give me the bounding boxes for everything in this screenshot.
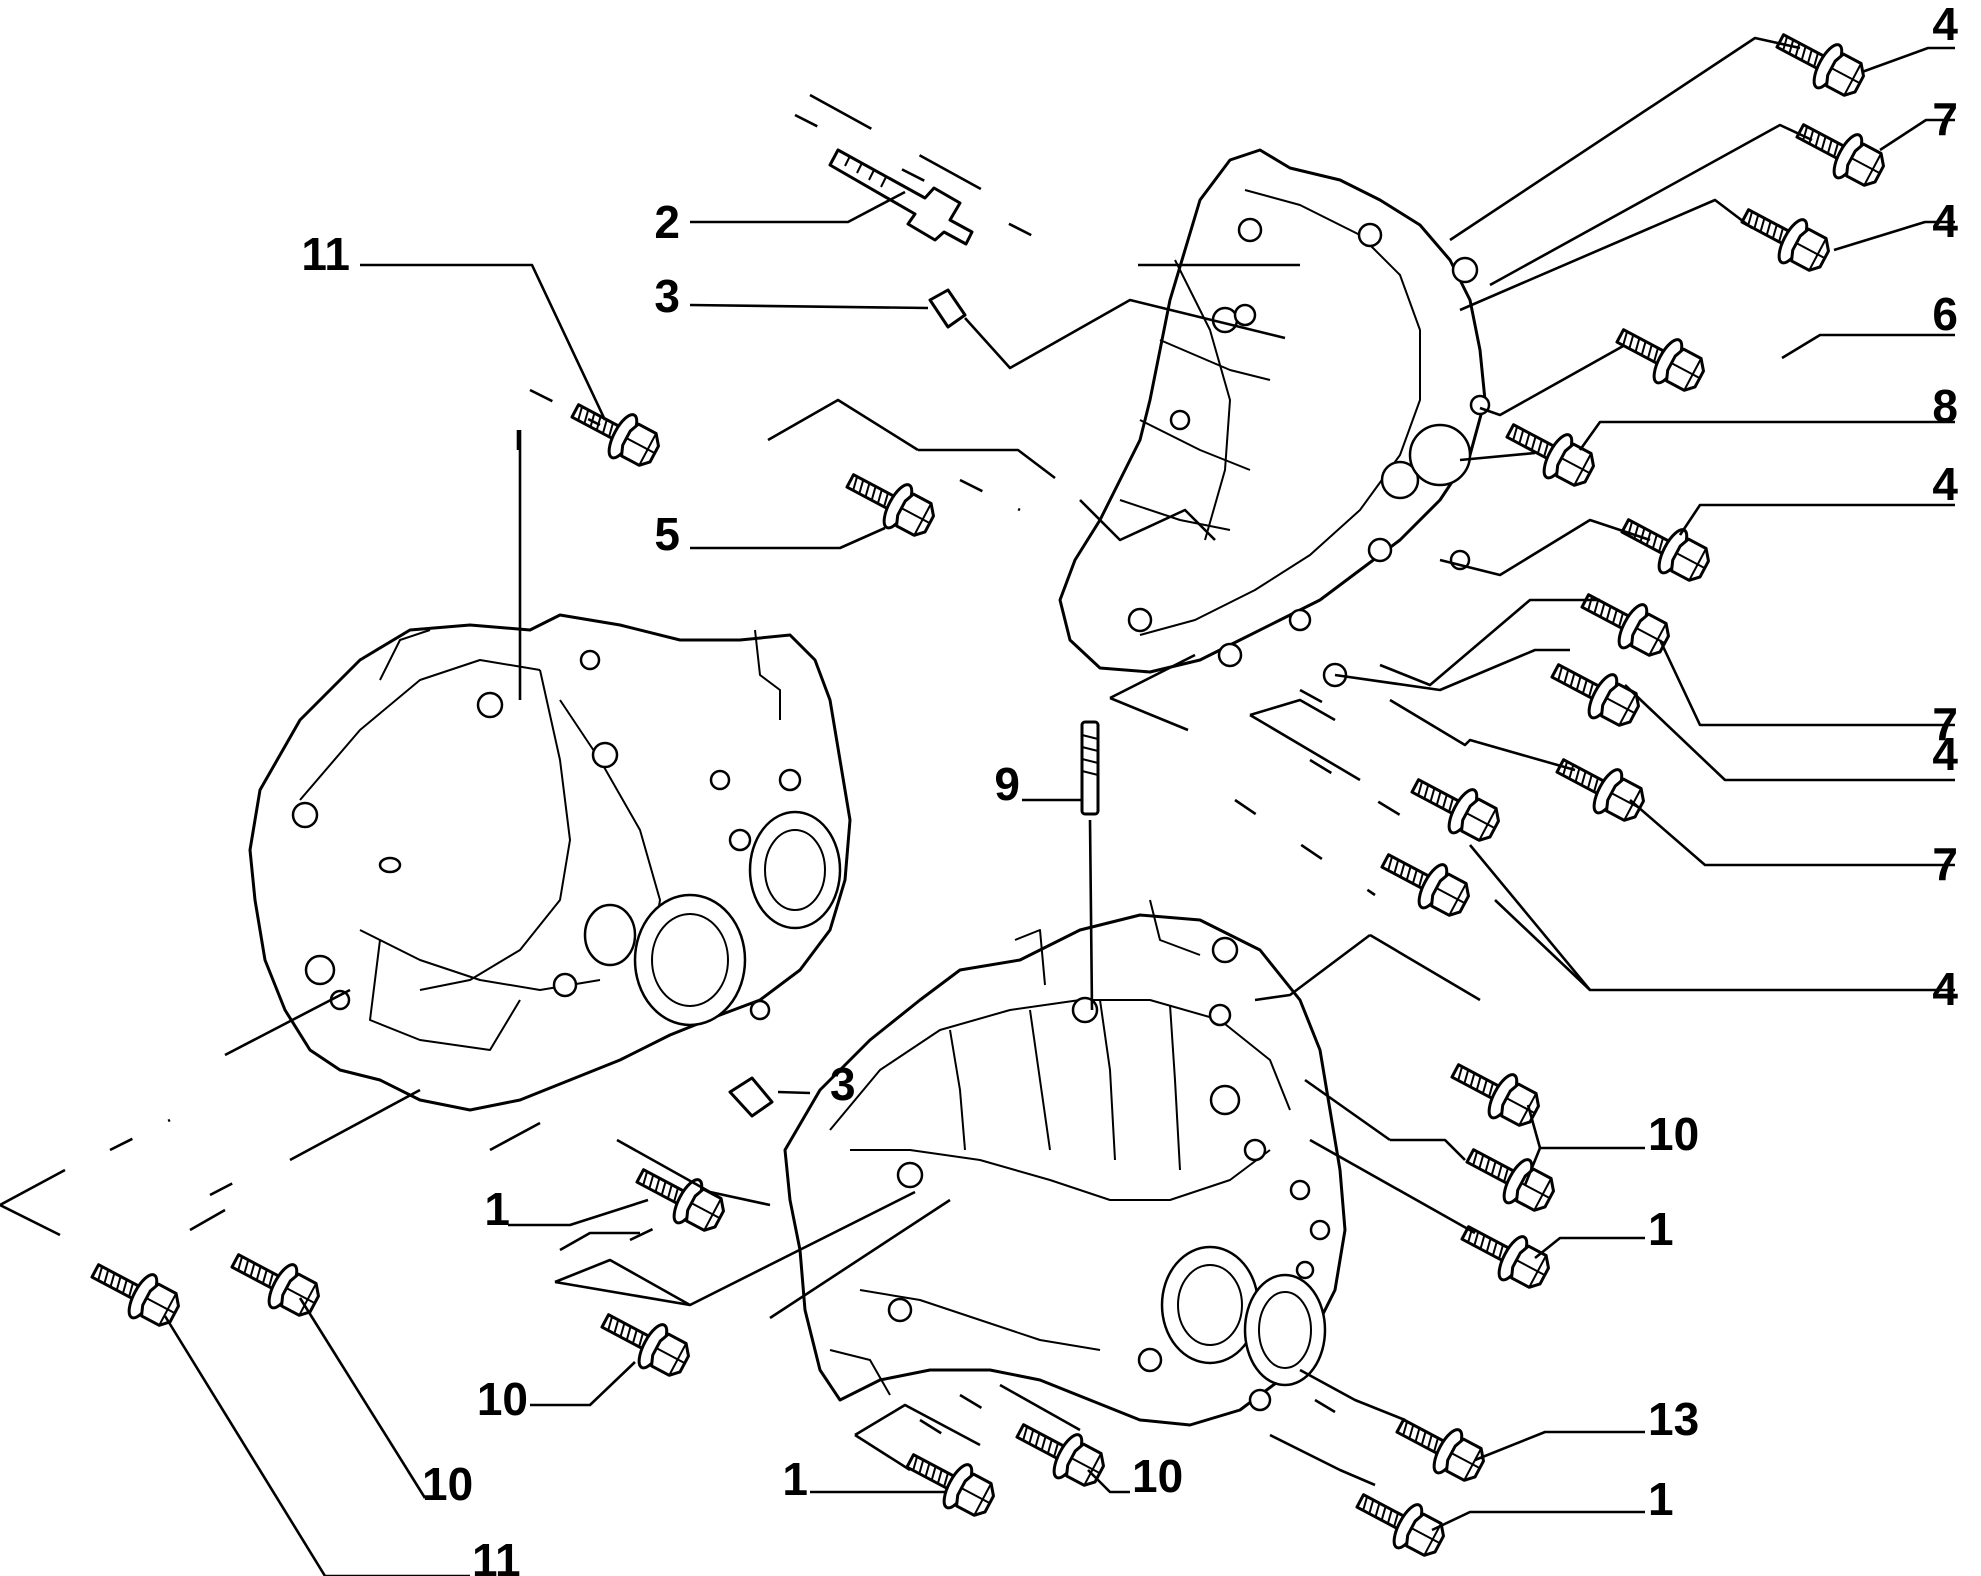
callout-12: 11	[472, 1534, 521, 1576]
callout-13: 13	[1648, 1393, 1699, 1445]
callout-1d: 1	[782, 1453, 808, 1505]
bolt-10b	[600, 1313, 690, 1377]
callout-4c: 4	[1932, 458, 1958, 510]
bolt-10a-upper	[1450, 1063, 1540, 1127]
callout-7c: 7	[1932, 838, 1958, 890]
callout-5: 5	[654, 508, 680, 560]
bolt-4c	[1620, 518, 1710, 582]
bolt-4e-upper	[1410, 778, 1500, 842]
callout-7a: 7	[1932, 93, 1958, 145]
bolt-7a	[1795, 123, 1885, 187]
callout-11a: 11	[301, 228, 350, 280]
callout-10a: 10	[1648, 1108, 1699, 1160]
bolt-11a	[570, 403, 660, 467]
dowel-3b	[728, 1076, 774, 1118]
bolt-8	[1505, 423, 1595, 487]
alignment-lines	[109, 93, 1401, 1447]
callout-4a: 4	[1932, 0, 1958, 50]
callout-3b: 3	[830, 1058, 856, 1110]
callout-4d: 4	[1932, 728, 1958, 780]
bolt-13	[1395, 1418, 1485, 1482]
callout-10c: 10	[1132, 1450, 1183, 1502]
clutch-housing	[1058, 148, 1491, 688]
leader-lines	[0, 36, 1955, 1576]
callout-labels: 4 7 4 6 8 4 7 4 7 4 2 3 11 5 9 3 10 1 1 …	[301, 0, 1958, 1576]
callout-1c: 1	[1648, 1473, 1674, 1525]
bolt-2	[828, 148, 974, 246]
callout-1b: 1	[484, 1183, 510, 1235]
dowel-3a	[928, 288, 967, 329]
bolt-1a	[1460, 1225, 1550, 1289]
bolt-1c	[1355, 1493, 1445, 1557]
bolt-4b	[1740, 208, 1830, 272]
bolt-6	[1615, 328, 1705, 392]
callout-8: 8	[1932, 380, 1958, 432]
bolt-4e-lower	[1380, 853, 1470, 917]
bolts	[90, 33, 1885, 1557]
callout-7b: 7	[1932, 698, 1958, 750]
bolt-1d	[905, 1453, 995, 1517]
stud-9	[1080, 720, 1100, 816]
bolt-7c	[1555, 758, 1645, 822]
bolt-4a	[1775, 33, 1865, 97]
callout-9: 9	[994, 758, 1020, 810]
gearbox-housing-right	[783, 899, 1347, 1427]
callout-1a: 1	[1648, 1203, 1674, 1255]
gearbox-housing-left	[248, 613, 852, 1112]
bolt-11b	[230, 1253, 320, 1317]
bolt-12	[90, 1263, 180, 1327]
callout-6: 6	[1932, 288, 1958, 340]
bolt-1b	[635, 1168, 725, 1232]
bolt-10c	[1015, 1423, 1105, 1487]
callout-3a: 3	[654, 270, 680, 322]
bolt-4d	[1550, 663, 1640, 727]
callout-2: 2	[654, 196, 680, 248]
callout-4b: 4	[1932, 195, 1958, 247]
callout-4e: 4	[1932, 963, 1958, 1015]
bolt-5	[845, 473, 935, 537]
callout-10b: 10	[477, 1373, 528, 1425]
bolt-7b	[1580, 593, 1670, 657]
callout-11b: 10	[422, 1458, 473, 1510]
bolt-10a-lower	[1465, 1148, 1555, 1212]
